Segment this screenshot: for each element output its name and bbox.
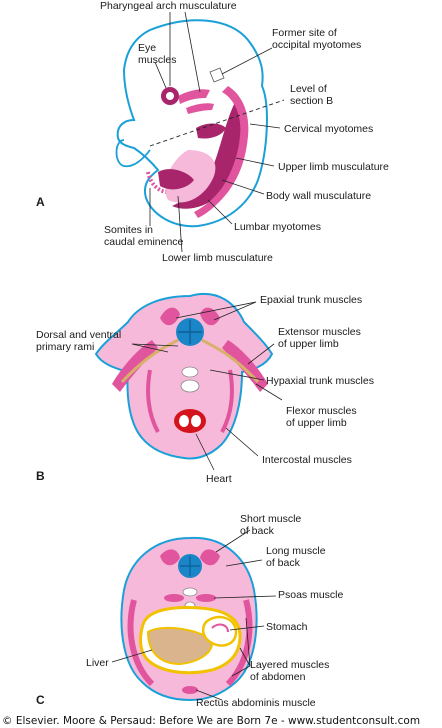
label-dorsal-ventral-2: primary rami <box>36 341 94 353</box>
label-cervical-myotomes: Cervical myotomes <box>284 123 373 135</box>
label-long-muscle-2: of back <box>266 557 301 569</box>
stomach <box>202 615 238 647</box>
label-psoas: Psoas muscle <box>278 589 344 601</box>
stomach-fold <box>211 623 229 633</box>
aorta-b <box>180 379 200 393</box>
copyright-footer: © Elsevier. Moore & Persaud: Before We a… <box>2 715 420 727</box>
occipital-site <box>209 67 225 83</box>
label-intercostal: Intercostal muscles <box>262 454 352 466</box>
panel-a-leaders <box>149 11 281 253</box>
label-upper-limb-musculature: Upper limb musculature <box>278 161 389 173</box>
psoas-left <box>164 594 184 602</box>
panel-letter-b: B <box>36 469 45 483</box>
label-layered-1: Layered muscles <box>250 659 329 671</box>
label-liver: Liver <box>86 657 109 669</box>
label-lower-limb-musculature: Lower limb musculature <box>162 252 273 264</box>
label-heart: Heart <box>206 473 232 485</box>
label-somites-1: Somites in <box>104 224 153 236</box>
intercostal-left <box>146 369 160 433</box>
vertebra-c <box>182 587 198 597</box>
heart-bulge <box>115 139 151 168</box>
label-level-1: Level of <box>290 83 327 95</box>
label-lumbar-myotomes: Lumbar myotomes <box>234 221 321 233</box>
abdominal-layer-right <box>225 599 253 687</box>
label-short-muscle-2: of back <box>240 525 275 537</box>
rectus-abdominis <box>182 686 198 694</box>
pharyngeal-arch-muscle <box>178 89 210 104</box>
label-layered-2: of abdomen <box>250 671 306 683</box>
label-level-2: section B <box>290 95 333 107</box>
label-eye-1: Eye <box>138 42 156 54</box>
label-body-wall-musculature: Body wall musculature <box>266 190 371 202</box>
intercostal-right <box>220 369 234 433</box>
label-flexor-1: Flexor muscles <box>286 405 357 417</box>
panel-letter-c: C <box>36 693 45 707</box>
label-long-muscle-1: Long muscle <box>266 545 326 557</box>
back-muscle-left <box>160 549 180 566</box>
panel-b-section: Epaxial trunk muscles Dorsal and ventral… <box>36 292 374 485</box>
label-dorsal-ventral-1: Dorsal and ventral <box>36 329 121 341</box>
body-wall-muscle <box>172 100 241 209</box>
epaxial-muscle-left <box>160 307 180 326</box>
notochord-b <box>181 366 199 378</box>
label-epaxial: Epaxial trunk muscles <box>260 294 362 306</box>
neural-tube-b-cross <box>178 320 202 344</box>
label-extensor-2: of upper limb <box>278 338 339 350</box>
label-hypaxial: Hypaxial trunk muscles <box>266 375 374 387</box>
pharyngeal-arch-muscle-2 <box>186 103 214 114</box>
label-somites-2: caudal eminence <box>104 236 184 248</box>
panel-c-leaders <box>111 529 277 701</box>
lower-limb-muscle <box>158 169 194 190</box>
myotome-series <box>194 86 249 218</box>
label-pharyngeal-arch: Pharyngeal arch musculature <box>100 0 237 12</box>
label-stomach: Stomach <box>266 621 308 633</box>
back-muscle-right <box>200 549 220 566</box>
rami-left <box>120 338 179 384</box>
abdominal-layer-left <box>127 599 155 687</box>
label-rectus-abdominis: Rectus abdominis muscle <box>196 697 316 709</box>
label-extensor-1: Extensor muscles <box>278 326 361 338</box>
label-former-site-2: occipital myotomes <box>272 39 361 51</box>
panel-letter-a: A <box>36 195 45 209</box>
body-wall-light <box>165 150 216 203</box>
rami-right <box>201 338 260 384</box>
panel-b-leaders <box>131 301 283 471</box>
label-eye-2: muscles <box>138 54 177 66</box>
psoas-right <box>196 594 216 602</box>
label-short-muscle-1: Short muscle <box>240 513 301 525</box>
label-flexor-2: of upper limb <box>286 417 347 429</box>
heart-b <box>174 409 206 433</box>
eye-core <box>166 92 174 100</box>
panel-a-embryo: Pharyngeal arch musculature Former site … <box>36 0 389 264</box>
neural-tube-c-cross <box>180 556 200 576</box>
liver <box>146 626 214 666</box>
section-b-level-line <box>149 99 285 147</box>
panel-c-section: Short muscle of back Long muscle of back… <box>36 513 344 709</box>
label-former-site-1: Former site of <box>272 27 337 39</box>
